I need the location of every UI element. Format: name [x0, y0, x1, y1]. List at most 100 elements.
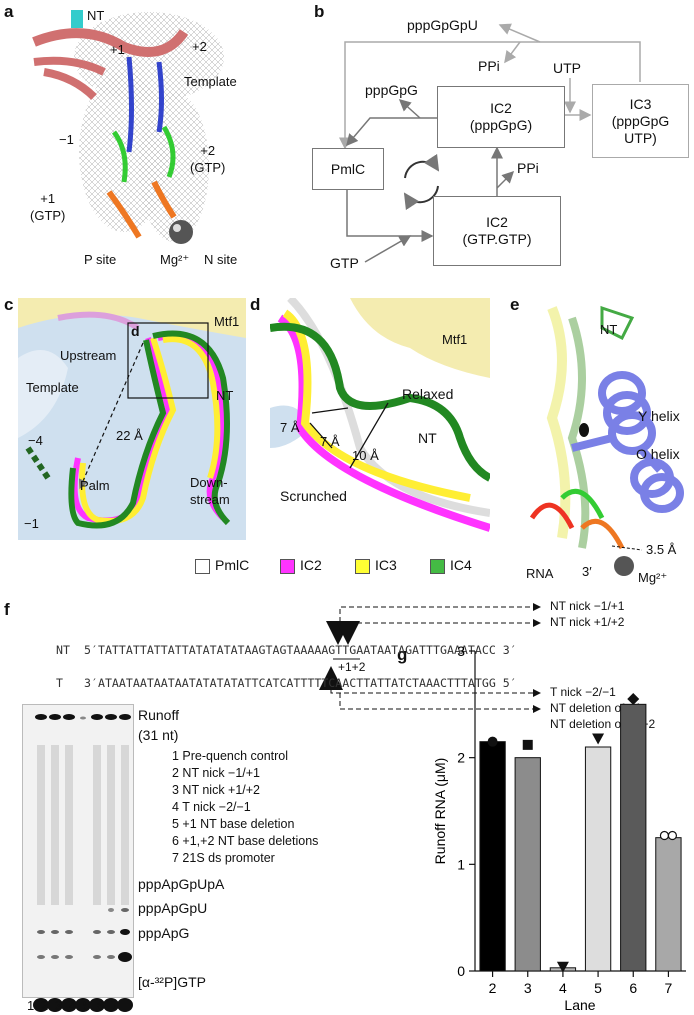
position-label: +1+2 [338, 660, 366, 674]
box-ic2-gtp: IC2 (GTP.GTP) [433, 196, 561, 266]
label-nt: NT [87, 8, 105, 23]
legend-label-ic4: IC4 [450, 557, 472, 573]
panel-label-a: a [4, 2, 14, 21]
x-axis-label: Lane [564, 997, 595, 1013]
lane-list-5: 5 +1 NT base deletion [172, 817, 295, 831]
label-y-helix: Y helix [638, 408, 680, 424]
label-n-site: N site [204, 252, 238, 267]
label-palm: Palm [80, 478, 110, 493]
label-nt-d: NT [418, 430, 437, 446]
label-plus1: +1 [110, 42, 125, 57]
product-gtp: [α-³²P]GTP [138, 974, 206, 990]
legend: PmlC IC2 IC3 IC4 [195, 557, 515, 575]
label-mtf1-d: Mtf1 [442, 332, 468, 347]
label-7a-2: 7 Å [320, 434, 340, 449]
box-ic3: IC3 (pppGpG UTP) [592, 84, 689, 158]
panel-label-b: b [314, 2, 325, 21]
structure-overview-illustration [18, 298, 246, 529]
label-utp: UTP [553, 60, 581, 76]
structure-overview: d Mtf1 Upstream NT Template 22 Å −4 Palm… [18, 298, 246, 540]
density-map-illustration [32, 10, 224, 244]
product-pppapgpu: pppApGpU [138, 900, 208, 916]
x-tick-label: 3 [524, 980, 532, 996]
gel-image [22, 704, 134, 1012]
x-tick-label: 6 [629, 980, 637, 996]
lane-number-2: 2 [41, 998, 49, 1013]
panel-label-d: d [250, 295, 261, 314]
label-3prime: 3′ [582, 564, 592, 579]
t-strand-sequence: 3′ATAATAATAATAATATATATATTCATCATTTTTCAACT… [84, 676, 517, 690]
panel-label-e: e [510, 295, 520, 314]
bar [584, 746, 612, 972]
panel-label-f: f [4, 600, 10, 619]
label-minus1: −1 [59, 132, 74, 147]
label-7a-1: 7 Å [280, 420, 300, 435]
annotation-nt-del-1: NT deletion of +1 [550, 701, 642, 715]
runoff-label: Runoff (31 nt) [138, 707, 179, 743]
y-tick-label: 2 [457, 750, 465, 766]
y-tick-label: 1 [457, 856, 465, 872]
y-axis-label: Runoff RNA (μM) [432, 758, 448, 865]
label-pppgpg: pppGpG [365, 82, 418, 98]
legend-swatch-ic2 [280, 559, 295, 574]
y-tick-label: 3 [457, 643, 465, 659]
lane-number-5: 5 [83, 998, 91, 1013]
label-template-c: Template [26, 380, 79, 395]
label-mtf1-c: Mtf1 [214, 314, 240, 329]
bar [620, 703, 647, 972]
label-pppgpgpu: pppGpGpU [407, 17, 478, 33]
data-point [592, 733, 605, 745]
label-gtp: GTP [330, 255, 359, 271]
legend-label-pmlc: PmlC [215, 557, 250, 573]
label-nt-e: NT [600, 322, 618, 337]
bar [655, 837, 682, 972]
label-22a: 22 Å [116, 428, 143, 443]
product-pppapgpupa: pppApGpUpA [138, 876, 225, 892]
label-ppi-mid: PPi [517, 160, 539, 176]
label-upstream: Upstream [60, 348, 117, 363]
legend-label-ic3: IC3 [375, 557, 397, 573]
label-mg-e: Mg²⁺ [638, 570, 668, 585]
lane-number-4: 4 [69, 998, 77, 1013]
label-relaxed: Relaxed [402, 386, 454, 402]
bar [479, 741, 506, 972]
box-pmlc: PmlC [312, 148, 384, 190]
structure-inset-illustration [270, 298, 490, 532]
label-scrunched: Scrunched [280, 488, 347, 504]
product-pppapg: pppApG [138, 925, 190, 941]
x-tick-label: 2 [489, 980, 497, 996]
x-tick-label: 7 [665, 980, 673, 996]
legend-label-ic2: IC2 [300, 557, 322, 573]
label-plus1-gtp: +1 (GTP) [30, 191, 66, 223]
legend-swatch-pmlc [195, 559, 210, 574]
data-point [556, 961, 569, 973]
gel-bands [33, 714, 133, 1012]
density-map-figure: NT +1 +2 Template −1 +2 (GTP) +1 (GTP) P… [14, 2, 274, 282]
lane-number-6: 6 [97, 998, 105, 1013]
nt-strand-sequence: 5′TATTATTATTATTATATATATAAGTAGTAAAAAGTTGA… [84, 643, 517, 657]
data-point [627, 693, 640, 705]
lane-list-1: 1 Pre-quench control [172, 749, 289, 763]
label-10a: 10 Å [352, 448, 379, 463]
label-plus2-gtp: +2 (GTP) [190, 143, 226, 175]
label-minus4: −4 [28, 433, 43, 448]
data-point [522, 739, 533, 750]
lane-list-7: 7 21S ds promoter [172, 851, 275, 865]
nt-strand-prefix: NT [56, 643, 70, 657]
active-site-structure: NT Y helix O helix 3.5 Å RNA 3′ Mg²⁺ [512, 298, 692, 588]
legend-swatch-ic4 [430, 559, 445, 574]
structure-inset: Mtf1 Relaxed 7 Å 7 Å 10 Å NT Scrunched [270, 298, 490, 540]
label-p-site: P site [84, 252, 117, 267]
label-template: Template [184, 74, 237, 89]
label-downstream: Down- stream [190, 475, 230, 507]
label-3-5a: 3.5 Å [646, 542, 677, 557]
label-rna: RNA [526, 566, 554, 581]
t-strand-prefix: T [56, 676, 63, 690]
label-minus1-c: −1 [24, 516, 39, 531]
lane-number-1: 1 [27, 998, 35, 1013]
annotation-nt-nick-2: NT nick +1/+2 [550, 615, 625, 629]
box-ic2-pppgpg: IC2 (pppGpG) [437, 86, 565, 148]
annotation-nt-nick-1: NT nick −1/+1 [550, 599, 625, 613]
x-tick-label: 4 [559, 980, 567, 996]
